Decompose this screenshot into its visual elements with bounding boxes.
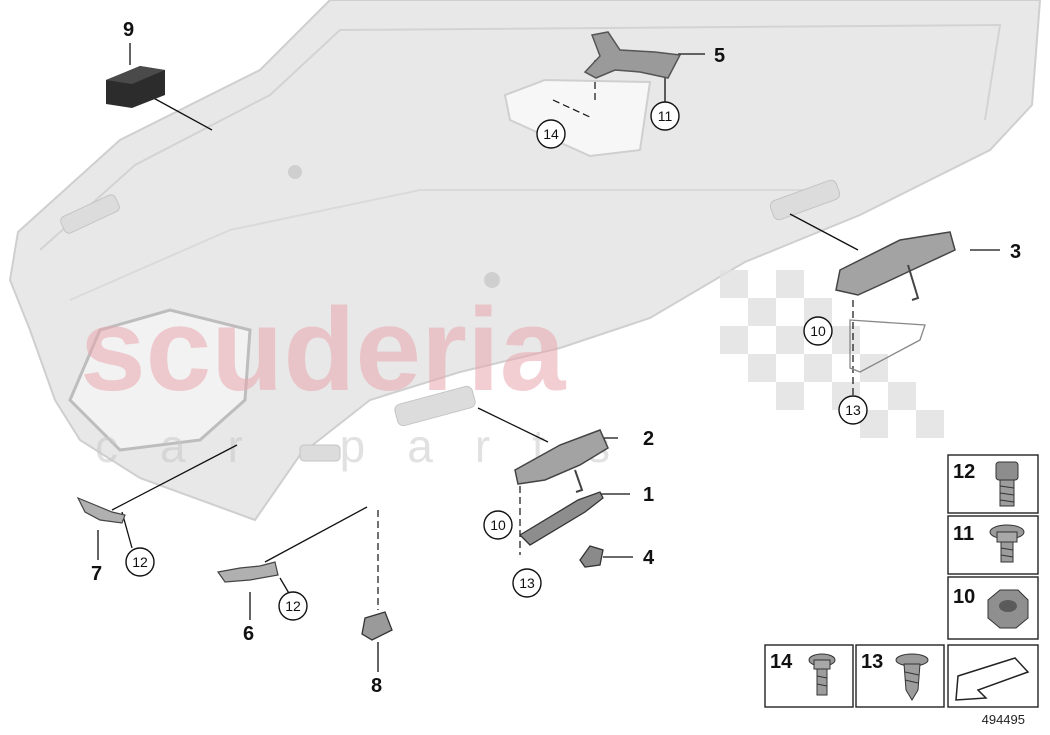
fastener-legend xyxy=(764,454,1039,708)
circled-ref-labels: 11 14 10 13 10 13 12 12 xyxy=(132,108,861,614)
tapping-screw-icon xyxy=(895,653,929,701)
flange-bolt-icon xyxy=(989,524,1025,563)
part-4-clip xyxy=(579,545,604,568)
watermark: scuderia car parts xyxy=(80,270,944,472)
headliner-panel xyxy=(8,0,1042,522)
ref-10-center: 10 xyxy=(490,517,506,533)
ref-12-center: 12 xyxy=(285,598,301,614)
callout-labels: 9 5 3 2 1 4 7 6 8 xyxy=(91,19,1021,697)
callout-4: 4 xyxy=(643,547,655,569)
torx-screw-icon xyxy=(808,653,836,696)
callout-1: 1 xyxy=(643,484,654,506)
part-1-grab-handle xyxy=(518,491,604,546)
legend-11: 11 xyxy=(953,523,974,545)
legend-14: 14 xyxy=(770,651,793,673)
callout-7: 7 xyxy=(91,563,102,585)
ref-13-right: 13 xyxy=(845,402,861,418)
document-number: 494495 xyxy=(982,712,1025,727)
flange-nut-icon xyxy=(987,589,1029,629)
legend-labels: 12 11 10 14 13 xyxy=(770,461,975,673)
ref-14-top: 14 xyxy=(543,126,559,142)
part-5-bracket xyxy=(583,31,682,79)
ref-11-top: 11 xyxy=(658,108,673,124)
watermark-sub: car parts xyxy=(95,420,652,472)
callout-3: 3 xyxy=(1010,241,1021,263)
callout-6: 6 xyxy=(243,623,254,645)
part-3-handle-bracket xyxy=(835,231,956,373)
part-7-bracket xyxy=(76,496,126,524)
ref-10-right: 10 xyxy=(810,323,826,339)
checkered-flag-icon xyxy=(720,270,944,438)
part-6-bracket xyxy=(216,561,279,583)
legend-10: 10 xyxy=(953,586,975,608)
ref-13-center: 13 xyxy=(519,575,535,591)
callout-5: 5 xyxy=(714,45,725,67)
callout-8: 8 xyxy=(371,675,382,697)
ref-12-left: 12 xyxy=(132,554,148,570)
callout-9: 9 xyxy=(123,19,134,41)
watermark-brand: scuderia xyxy=(80,284,567,416)
legend-12: 12 xyxy=(953,461,975,483)
legend-13: 13 xyxy=(861,651,883,673)
direction-arrow-icon xyxy=(955,657,1030,701)
part-2-handle-bracket xyxy=(514,429,609,493)
part-9-pad xyxy=(106,66,165,108)
socket-bolt-icon xyxy=(995,461,1019,507)
leader-lines xyxy=(97,43,1000,672)
part-8-clip xyxy=(361,611,393,641)
circled-refs xyxy=(125,101,868,621)
callout-2: 2 xyxy=(643,428,654,450)
